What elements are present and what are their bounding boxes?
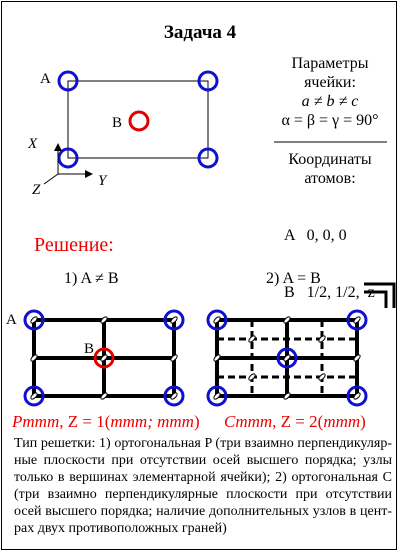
coords-list: A 0, 0, 0 B 1/2, 1/2, z bbox=[284, 188, 375, 340]
case2-mirror-markers bbox=[213, 316, 361, 400]
case1-label: 1) A ≠ B bbox=[64, 270, 119, 287]
case1-atoms-a bbox=[23, 309, 185, 407]
atom-a-circle bbox=[197, 147, 219, 169]
atom-b-circle bbox=[128, 110, 150, 132]
case1-grid: A B bbox=[6, 309, 185, 407]
coords-atom-a: A 0, 0, 0 bbox=[284, 227, 347, 244]
cell-label-a: A bbox=[40, 71, 51, 87]
atom-a-circle bbox=[197, 70, 219, 92]
coords-heading-2: атомов: bbox=[304, 170, 356, 187]
cell-diagrams: A B X Y Z bbox=[6, 70, 396, 407]
axes: X Y Z bbox=[27, 136, 108, 198]
axis-y-label: Y bbox=[98, 173, 108, 189]
axis-z-label: Z bbox=[32, 182, 41, 198]
params-heading-2: ячейки: bbox=[304, 74, 356, 91]
task-title: Задача 4 bbox=[163, 22, 237, 43]
case1-close: ) bbox=[193, 412, 200, 431]
projection-symbol bbox=[364, 282, 396, 308]
case2-z: , Z = 2( bbox=[272, 412, 324, 431]
coords-heading-1: Координаты bbox=[288, 151, 372, 168]
case2-glide-lines bbox=[217, 320, 357, 396]
cell-params: Параметры ячейки: a ≠ b ≠ c α = β = γ = … bbox=[272, 54, 388, 130]
unit-cell: A B bbox=[40, 70, 219, 169]
case1-symbol: Pmmm bbox=[12, 412, 60, 431]
params-abc: a ≠ b ≠ c bbox=[301, 93, 359, 110]
case1-result: Pmmm, Z = 1(mmm; mmm) bbox=[12, 412, 200, 432]
atom-a-circle bbox=[57, 70, 79, 92]
case2-close: ) bbox=[360, 412, 366, 431]
case2-symbol: Cmmm bbox=[224, 412, 273, 431]
case2-atoms bbox=[206, 309, 368, 407]
axis-x-label: X bbox=[27, 136, 38, 152]
cell-label-b: B bbox=[112, 115, 122, 131]
case2-group: mmm bbox=[323, 412, 361, 431]
params-angles: α = β = γ = 90° bbox=[281, 112, 379, 129]
case2-grid bbox=[206, 282, 396, 407]
atom-a-circle bbox=[57, 147, 79, 169]
case2-result: Cmmm, Z = 2(mmm) bbox=[224, 412, 366, 432]
params-heading-1: Параметры bbox=[291, 55, 369, 72]
atom-coords: Координаты атомов: bbox=[272, 150, 388, 188]
lattice-description: Тип решетки: 1) ортогональная P (три вза… bbox=[14, 436, 392, 536]
case1-z: , Z = 1( bbox=[59, 412, 111, 431]
case1-atom-b bbox=[93, 347, 115, 369]
case1-label-a: A bbox=[6, 312, 17, 328]
case1-label-b: B bbox=[84, 341, 94, 357]
case1-mirror-markers bbox=[30, 316, 178, 400]
case1-group: mmm; mmm bbox=[110, 412, 194, 431]
case2-label: 2) A = B bbox=[266, 270, 321, 287]
solution-title: Решение: bbox=[34, 234, 114, 256]
cell-outline bbox=[67, 80, 209, 159]
